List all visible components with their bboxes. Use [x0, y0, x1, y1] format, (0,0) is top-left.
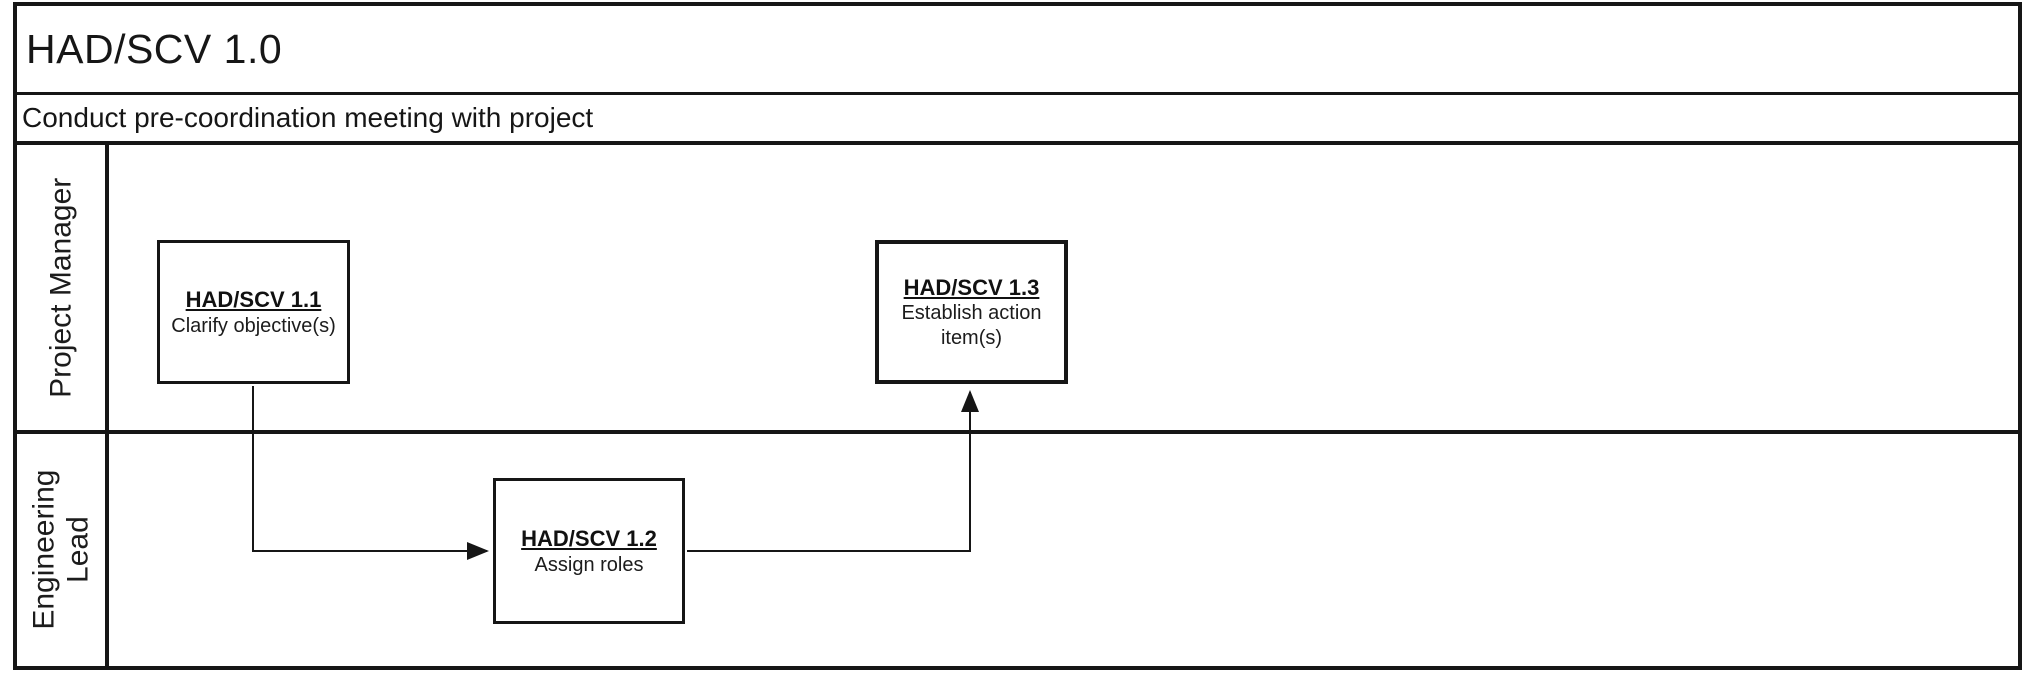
lane-label-engineering-lead: Engineering Lead: [17, 434, 109, 666]
node-label: Establish action item(s): [901, 302, 1042, 349]
node-had-scv-1-1: HAD/SCV 1.1 Clarify objective(s): [157, 240, 350, 384]
diagram-subtitle: Conduct pre-coordination meeting with pr…: [22, 102, 594, 133]
node-label: Clarify objective(s): [171, 314, 336, 337]
lane-project-manager: Project Manager: [17, 145, 2018, 434]
connector-1-2-to-1-3: [687, 390, 979, 552]
connector-1-1-to-1-2: [252, 386, 489, 560]
lane-engineering-lead: Engineering Lead: [17, 434, 2018, 666]
diagram-body: Project Manager Engineering Lead: [17, 145, 2018, 666]
node-had-scv-1-2: HAD/SCV 1.2 Assign roles: [493, 478, 685, 624]
diagram-title: HAD/SCV 1.0: [26, 25, 283, 72]
node-id: HAD/SCV 1.2: [521, 526, 657, 552]
node-had-scv-1-3: HAD/SCV 1.3 Establish action item(s): [875, 240, 1068, 384]
node-id: HAD/SCV 1.1: [185, 287, 322, 313]
node-label: Assign roles: [534, 553, 644, 576]
lane-label-project-manager: Project Manager: [17, 145, 109, 430]
diagram-title-row: HAD/SCV 1.0: [17, 6, 2018, 95]
diagram-subtitle-row: Conduct pre-coordination meeting with pr…: [17, 95, 2018, 145]
node-id: HAD/SCV 1.3: [903, 274, 1040, 300]
diagram-frame: HAD/SCV 1.0 Conduct pre-coordination mee…: [13, 2, 2022, 670]
